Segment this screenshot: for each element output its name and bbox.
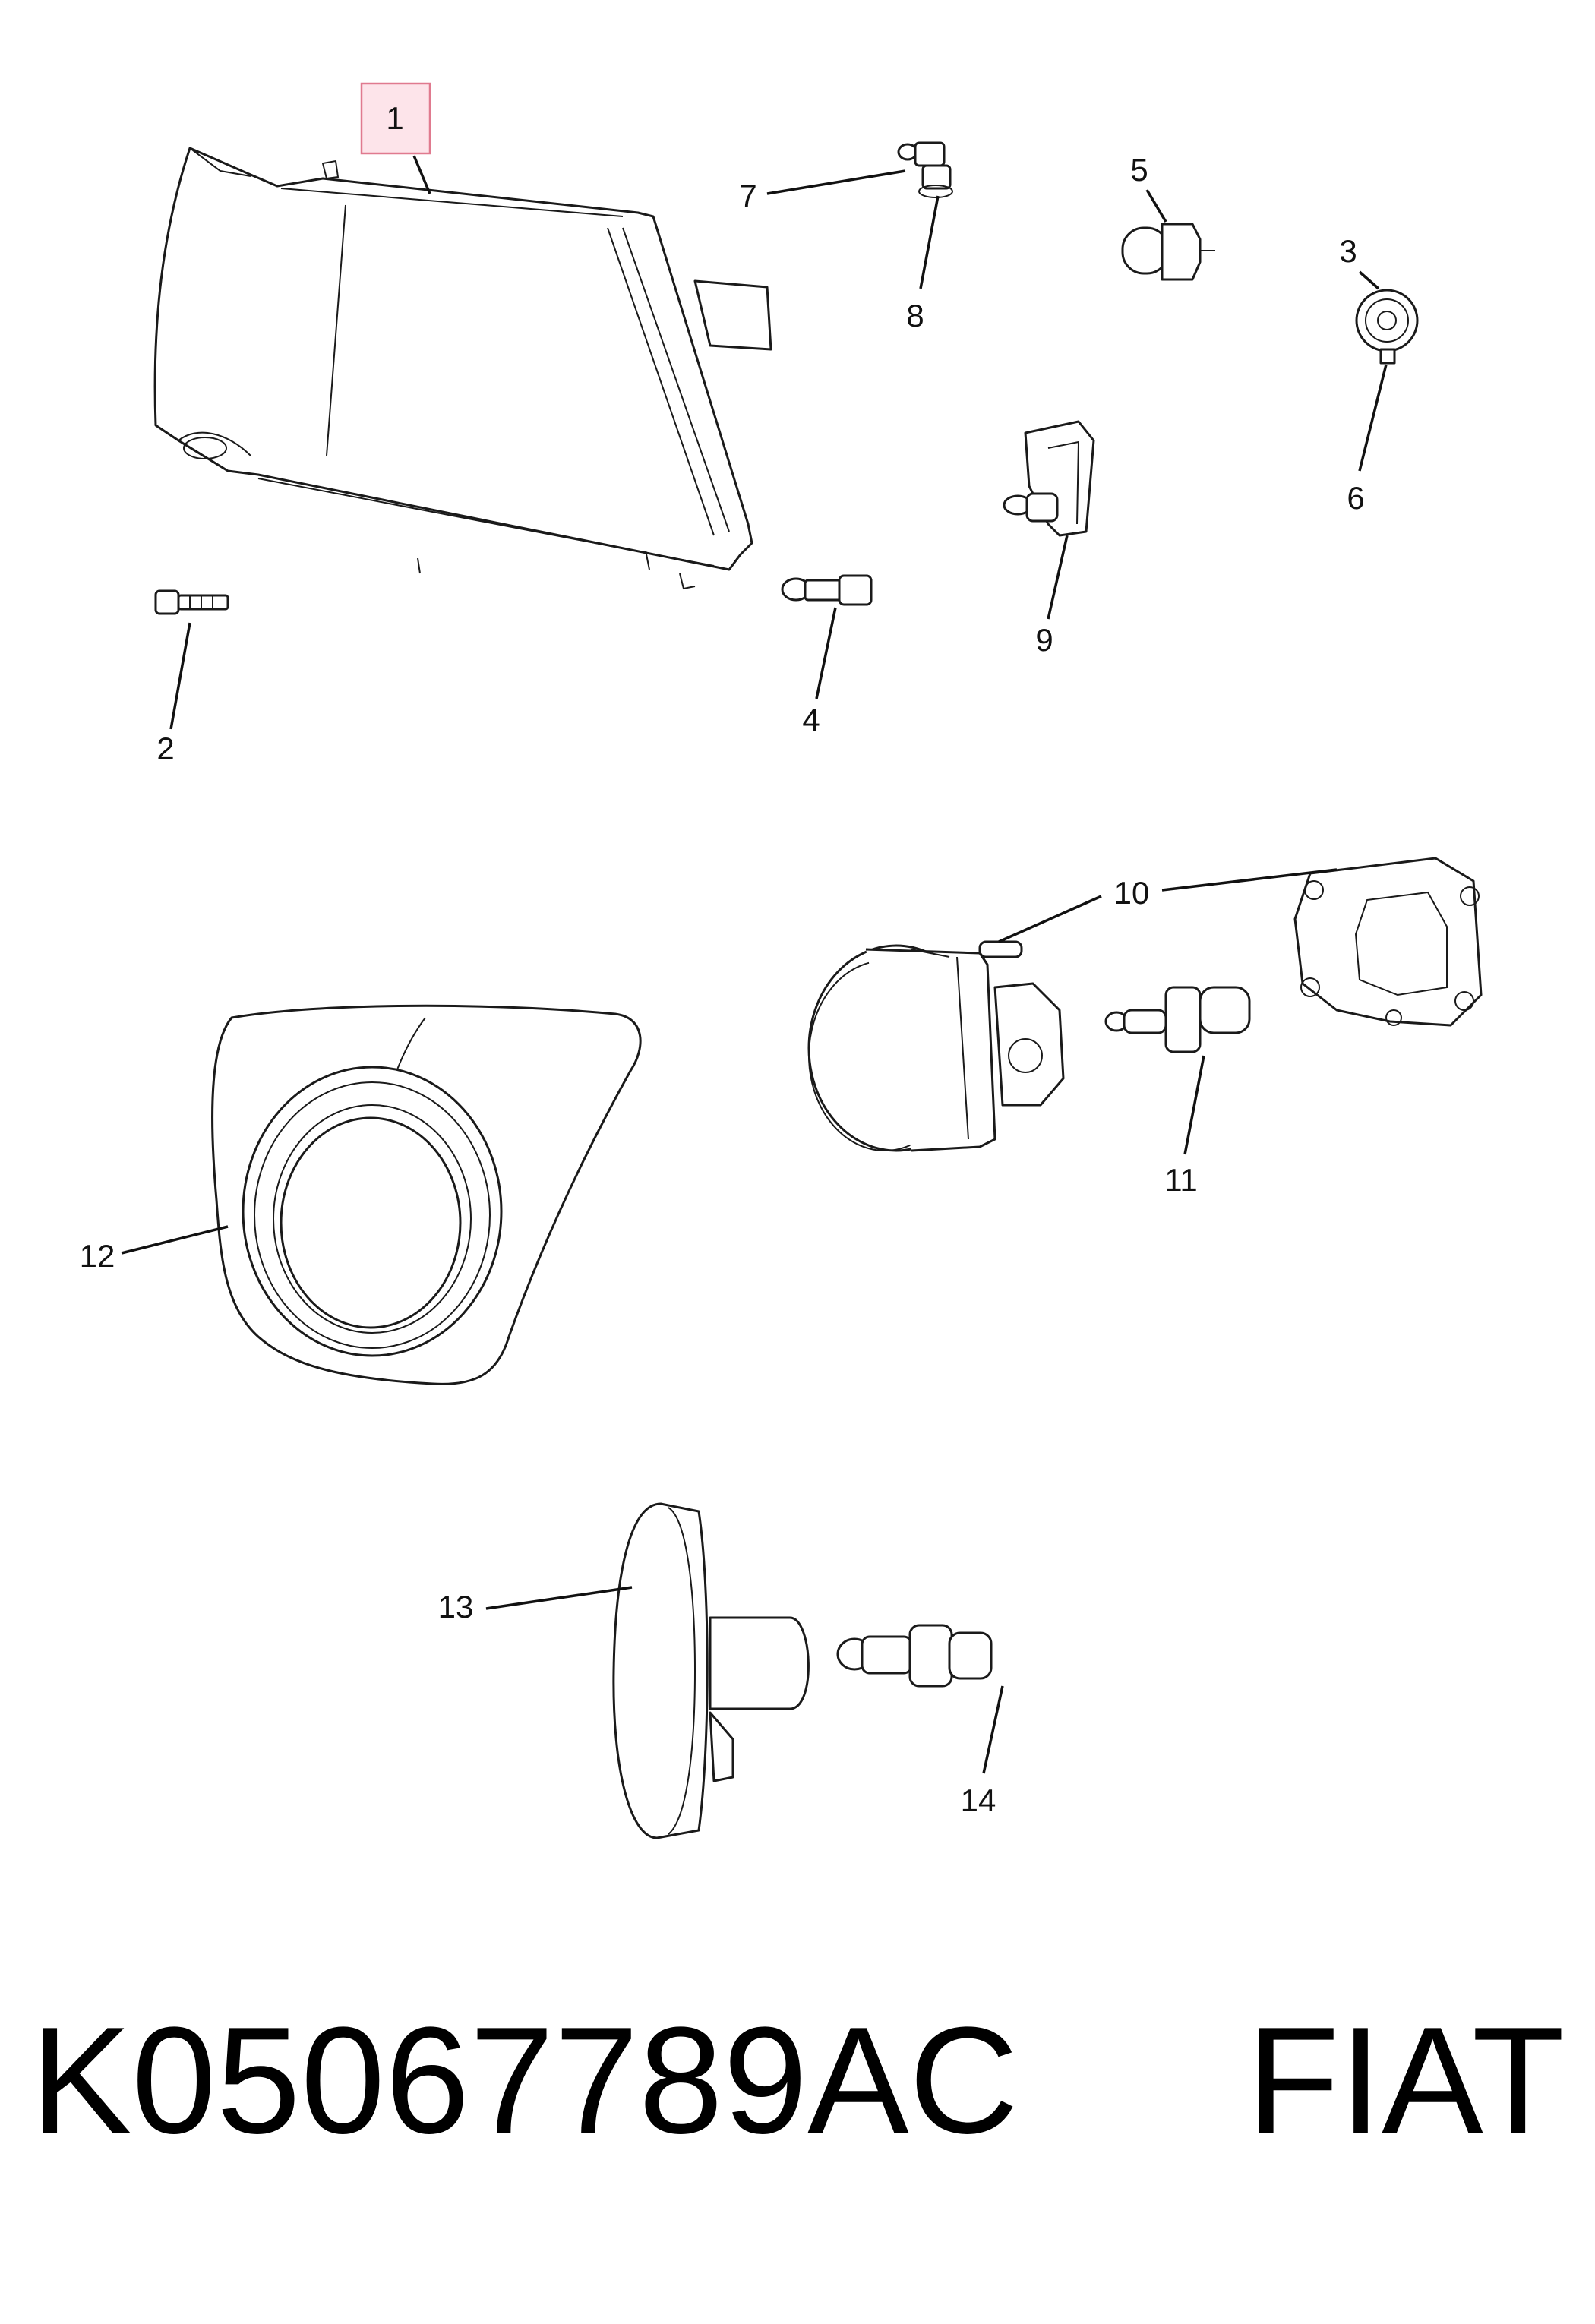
callout-8: 8 — [906, 298, 924, 333]
brand-text: FIAT — [1246, 1996, 1565, 2165]
callout-6: 6 — [1347, 480, 1364, 516]
wedge-bulb-4 — [781, 574, 873, 606]
marker-bulb-14 — [836, 1624, 993, 1688]
callout-14: 14 — [961, 1782, 996, 1818]
fog-bulb-11 — [1104, 986, 1251, 1053]
socket-3-6 — [1355, 289, 1419, 365]
callout-5: 5 — [1130, 152, 1148, 188]
callout-2: 2 — [156, 731, 174, 766]
side-marker-13 — [612, 1502, 810, 1839]
part-number-text: K05067789AC — [30, 1996, 1019, 2165]
callout-12: 12 — [80, 1238, 115, 1274]
bolt — [154, 589, 229, 615]
callout-1-highlight — [360, 82, 431, 155]
fog-lamp-10 — [807, 940, 1065, 1152]
callout-4: 4 — [802, 702, 820, 737]
callout-1: 1 — [386, 100, 403, 136]
footer: K05067789AC FIAT — [30, 1990, 1565, 2172]
callout-9: 9 — [1035, 622, 1053, 658]
headlamp-assembly — [153, 147, 772, 590]
fog-lamp-bezel-12 — [211, 1004, 642, 1385]
callout-7: 7 — [739, 178, 756, 213]
fog-lamp-bracket — [1293, 857, 1483, 1027]
callout-13: 13 — [438, 1589, 474, 1625]
callout-3: 3 — [1339, 233, 1357, 269]
bulb-5 — [1121, 223, 1215, 281]
bulb-connector-9 — [1003, 420, 1095, 537]
callout-10: 10 — [1114, 875, 1150, 911]
bulb-socket-7-8 — [897, 141, 953, 198]
callout-11: 11 — [1164, 1162, 1198, 1198]
